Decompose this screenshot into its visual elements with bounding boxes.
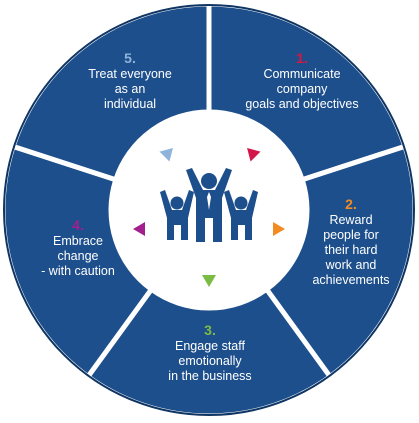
people-celebrating-icon [160,168,258,242]
segment-1-text: Communicate company goals and objectives [245,67,359,111]
segment-5-number: 5. [124,50,136,66]
hub-arrow-3 [202,275,216,287]
segment-2-number: 2. [345,196,357,212]
segment-3-number: 3. [204,322,216,338]
hub-arrow-2 [273,222,285,236]
segment-3-text: Engage staff emotionally in the business [168,339,252,383]
segment-4-number: 4. [72,217,84,233]
segment-5-label: 5. Treat everyone as an individual [70,50,190,112]
hub-arrow-1 [247,148,261,162]
hub-arrow-4 [133,222,145,236]
segment-5-text: Treat everyone as an individual [88,67,172,111]
wheel-outer-edge [3,4,415,416]
segment-2-label: 2. Reward people for their hard work and… [296,196,406,288]
hub-arrow-5 [159,148,173,162]
segment-4-text: Embrace change - with caution [41,234,115,278]
segment-2-text: Reward people for their hard work and ac… [312,213,390,287]
segment-1-label: 1. Communicate company goals and objecti… [232,50,372,112]
segment-4-label: 4. Embrace change - with caution [28,217,128,279]
segment-3-label: 3. Engage staff emotionally in the busin… [150,322,270,384]
segment-1-number: 1. [296,50,308,66]
